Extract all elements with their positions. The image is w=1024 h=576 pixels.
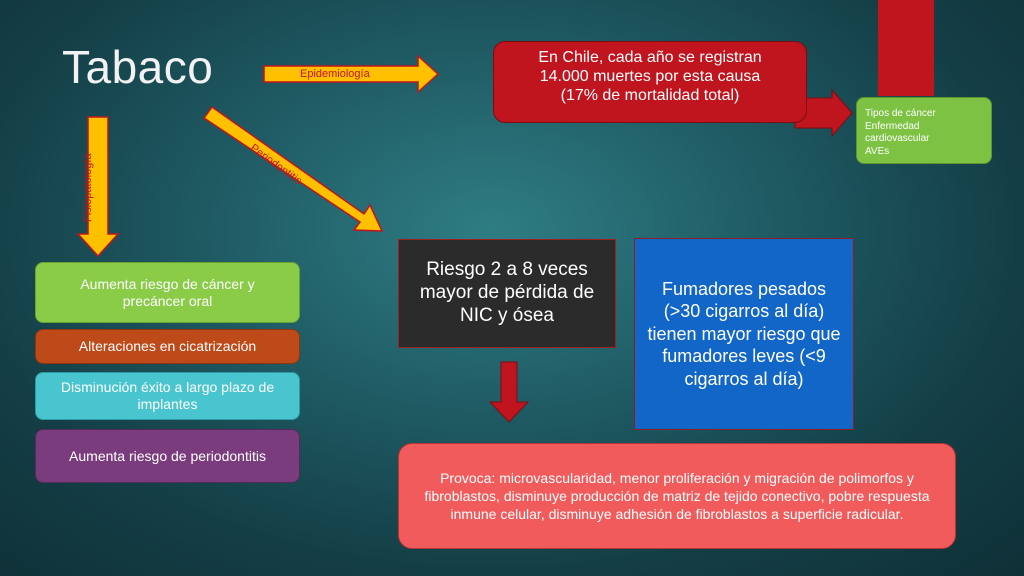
decorative-red-bar (878, 0, 934, 96)
arrow-periodontitis (202, 105, 384, 232)
arrow-to-consequences (794, 88, 853, 138)
arrow-fisiopatologia (76, 116, 120, 258)
epidemiology-line-2: 14.000 muertes por esta causa (539, 68, 761, 86)
epidemiology-line-3: (17% de mortalidad total) (560, 87, 740, 105)
consequences-box: Tipos de cáncer Enfermedad cardiovascula… (856, 97, 992, 164)
fisiopatologia-item-periodontitis: Aumenta riesgo de periodontitis (35, 429, 300, 483)
arrow-down-provoca (488, 361, 530, 423)
slide-title: Tabaco (62, 41, 214, 93)
consequence-item: Tipos de cáncer (865, 108, 936, 119)
epidemiology-line-1: En Chile, cada año se registran (538, 49, 762, 66)
fisiopatologia-item-cicatrizacion: Alteraciones en cicatrización (35, 329, 300, 364)
provoca-box: Provoca: microvascularidad, menor prolif… (398, 443, 956, 549)
risk-box: Riesgo 2 a 8 veces mayor de pérdida de N… (398, 239, 616, 348)
fisiopatologia-item-implantes: Disminución éxito a largo plazo de impla… (35, 372, 300, 420)
smokers-box: Fumadores pesados (>30 cigarros al día) … (634, 238, 854, 430)
arrow-epidemiologia (263, 54, 440, 94)
epidemiology-box: En Chile, cada año se registran 14.000 m… (493, 41, 807, 123)
consequence-item: AVEs (865, 145, 890, 157)
label-fisiopatologia: Fisiopatología (82, 153, 94, 223)
consequence-item: Enfermedad cardiovascular (865, 120, 930, 145)
fisiopatologia-item-cancer: Aumenta riesgo de cáncer y precáncer ora… (35, 262, 300, 323)
label-epidemiologia: Epidemiología (300, 68, 370, 80)
